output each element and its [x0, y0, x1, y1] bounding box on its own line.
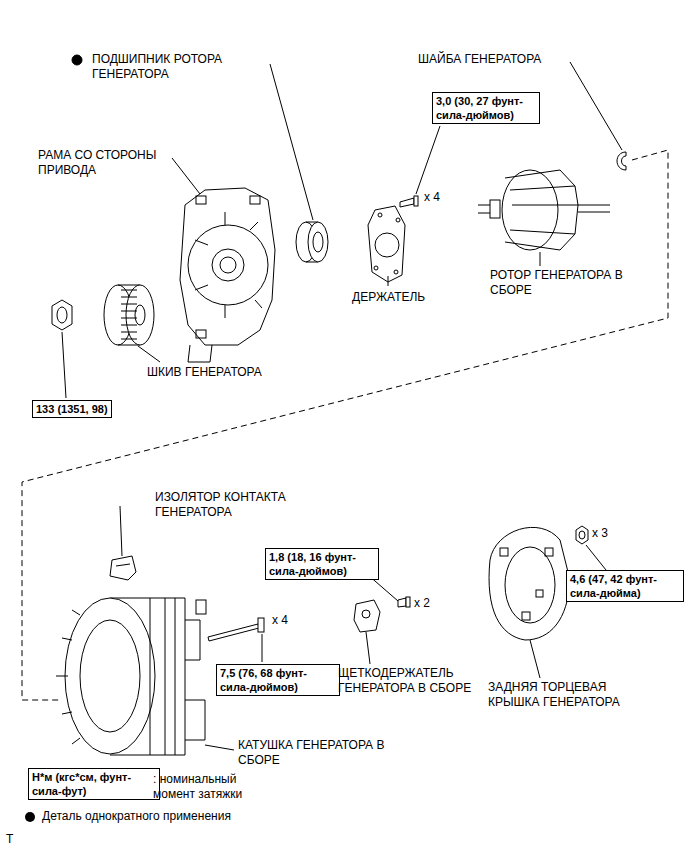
part-name: ЗАДНЯЯ ТОРЦЕВАЯ КРЫШКА ГЕНЕРАТОРА — [488, 680, 653, 710]
torque-box: 7,5 (76, 68 фунт-сила-дюймов) — [216, 664, 340, 696]
torque-value: 3,0 (30, 27 фунт-сила-дюймов) — [436, 94, 536, 122]
part-name: КАТУШКА ГЕНЕРАТОРА В СБОРЕ — [238, 738, 418, 768]
torque-value: 1,8 (18, 16 фунт-сила-дюймов) — [269, 550, 375, 578]
alternator-washer — [617, 152, 626, 170]
brush-holder — [354, 600, 380, 632]
holder-screw — [400, 196, 418, 207]
part-name: ЩЕТКОДЕРЖАТЕЛЬ ГЕНЕРАТОРА В СБОРЕ — [338, 666, 513, 696]
pulley — [104, 285, 154, 345]
torque-box: 3,0 (30, 27 фунт-сила-дюймов) — [432, 92, 540, 124]
part-name: РОТОР ГЕНЕРАТОРА В СБОРЕ — [490, 268, 650, 298]
part-name: ШКИВ ГЕНЕРАТОРА — [147, 365, 297, 380]
torque-value: Н*м (кгс*см, фунт-сила-фут) — [32, 770, 156, 798]
part-name: : номинальный момент затяжки — [153, 772, 278, 802]
pulley-nut — [52, 300, 72, 330]
quantity-mark: x 2 — [414, 596, 454, 611]
coil-assembly — [56, 598, 206, 755]
rotor-bearing — [296, 222, 328, 262]
terminal-insulator — [110, 556, 136, 580]
part-name: ДЕРЖАТЕЛЬ — [352, 290, 462, 305]
single-use-mark — [72, 55, 82, 65]
part-name: ПОДШИПНИК РОТОРА ГЕНЕРАТОРА — [92, 52, 272, 82]
cover-nut — [576, 526, 588, 544]
leader-line — [62, 62, 622, 750]
part-name: T — [6, 832, 26, 847]
quantity-mark: x 4 — [424, 190, 464, 205]
torque-value: 4,6 (47, 42 фунт-сила-дюйма) — [570, 572, 680, 600]
torque-box: 133 (1351, 98) — [32, 400, 112, 418]
part-name: РАМА СО СТОРОНЫ ПРИВОДА — [38, 148, 178, 178]
quantity-mark: x 3 — [592, 526, 632, 541]
part-name: ИЗОЛЯТОР КОНТАКТА ГЕНЕРАТОРА — [155, 490, 340, 520]
holder-plate — [368, 206, 405, 282]
torque-box: 1,8 (18, 16 фунт-сила-дюймов) — [265, 548, 379, 580]
through-bolt — [208, 618, 264, 641]
brush-holder-screw — [398, 597, 410, 607]
quantity-mark: x 4 — [272, 613, 312, 628]
torque-value: 133 (1351, 98) — [36, 402, 108, 416]
torque-value: 7,5 (76, 68 фунт-сила-дюймов) — [220, 666, 336, 694]
part-name: ШАЙБА ГЕНЕРАТОРА — [418, 52, 568, 67]
rotor-assembly — [478, 170, 610, 250]
torque-box: Н*м (кгс*см, фунт-сила-фут) — [28, 768, 160, 800]
legend-text: Деталь однократного применения — [42, 809, 231, 824]
legend-dot — [25, 812, 35, 822]
drive-end-frame — [180, 188, 275, 362]
torque-box: 4,6 (47, 42 фунт-сила-дюйма) — [566, 570, 684, 602]
rear-end-cover — [489, 527, 570, 640]
